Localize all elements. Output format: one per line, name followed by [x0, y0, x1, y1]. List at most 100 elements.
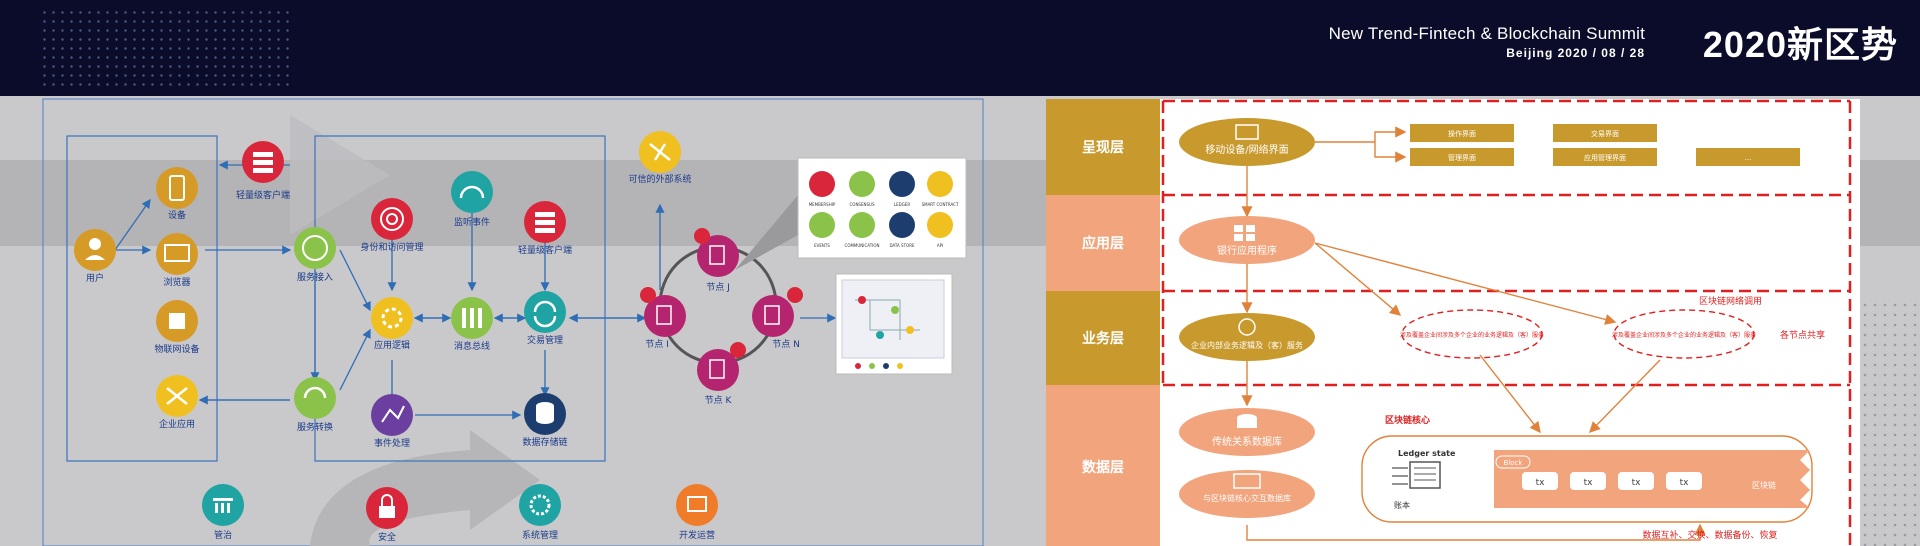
label-node-n: 节点 N	[772, 339, 800, 350]
right-dot-pattern	[1860, 300, 1920, 546]
network-icon	[1238, 318, 1256, 336]
node-n-icon[interactable]	[752, 287, 803, 337]
pres-box-4-label: 应用管理界面	[1584, 153, 1626, 162]
label-bank-app: 银行应用程序	[1217, 244, 1277, 257]
legend-ledger: LEDGER	[894, 202, 910, 207]
legend-events: EVENTS	[814, 243, 830, 248]
chain-core-frame	[1361, 435, 1813, 523]
pres-box-2[interactable]	[1410, 148, 1514, 166]
tx-box-1[interactable]	[1522, 472, 1558, 490]
governance-icon[interactable]	[202, 484, 244, 526]
pres-box-1-label: 操作界面	[1448, 129, 1476, 138]
label-external: 可信的外部系统	[628, 173, 691, 185]
node-i-icon[interactable]	[640, 287, 686, 337]
legend-card: MEMBERSHIP CONSENSUS LEDGER SMART CONTRA…	[797, 157, 967, 259]
layer-business-bg	[1046, 291, 1160, 385]
label-user: 用户	[86, 272, 104, 284]
summit-title: New Trend-Fintech & Blockchain Summit	[1328, 24, 1645, 43]
enterprise-logic-ellipse[interactable]	[1179, 313, 1315, 361]
tx-box-4[interactable]	[1666, 472, 1702, 490]
callout-pointer	[735, 195, 798, 270]
event-processing-icon[interactable]	[371, 394, 413, 436]
tx-manage-icon[interactable]	[524, 291, 566, 333]
iot-icon[interactable]	[156, 300, 198, 342]
light-client-icon-2[interactable]	[524, 201, 566, 243]
system-management-icon[interactable]	[519, 484, 561, 526]
label-trad-db: 传统关系数据库	[1212, 435, 1282, 448]
service-access-icon[interactable]	[294, 227, 336, 269]
left-architecture-diagram: 用户 设备 浏览器 物联网设备 企业应用 轻量级客户端 服务接入 服务转换 身份…	[42, 98, 984, 546]
pres-box-1[interactable]	[1410, 124, 1514, 142]
ledger-icon	[1392, 461, 1441, 489]
label-service-transform: 服务转换	[297, 421, 333, 433]
layer-application-bg	[1046, 195, 1160, 291]
label-data-sync: 数据互补、交换、数据备份、恢复	[1642, 529, 1777, 541]
multi-party-ellipse-1[interactable]	[1401, 309, 1543, 359]
node-j-icon[interactable]	[694, 228, 739, 277]
tx-box-2[interactable]	[1570, 472, 1606, 490]
header-bar: New Trend-Fintech & Blockchain Summit Be…	[0, 0, 1920, 96]
label-multi-party-2: 涉及覆盖企业间涉及多个企业的业务逻辑及（客）服务	[1612, 331, 1756, 339]
mobile-ellipse[interactable]	[1179, 118, 1315, 166]
security-icon[interactable]	[366, 487, 408, 529]
label-browser: 浏览器	[163, 276, 190, 288]
user-frame	[66, 135, 218, 462]
fingerprint-icon[interactable]	[371, 198, 413, 240]
node-k-icon[interactable]	[697, 342, 746, 391]
monitor-icon	[1235, 124, 1259, 140]
browser-icon[interactable]	[156, 233, 198, 275]
layer-presentation-bg	[1046, 99, 1160, 195]
layer-business: 业务层	[1082, 330, 1124, 347]
summit-logo: 2020新区势	[1702, 24, 1898, 65]
trad-db-ellipse[interactable]	[1179, 408, 1315, 456]
label-node-k: 节点 K	[705, 395, 733, 406]
multi-party-ellipse-2[interactable]	[1613, 309, 1755, 359]
legend-membership: MEMBERSHIP	[809, 202, 836, 207]
label-multi-party-1: 涉及覆盖企业间涉及多个企业的业务逻辑及（客）服务	[1400, 331, 1544, 339]
label-node-i: 节点 I	[645, 339, 669, 350]
tx-label-2: tx	[1584, 478, 1594, 488]
grid-icon	[1234, 225, 1243, 232]
label-node-share: 各节点共享	[1780, 329, 1825, 341]
devops-icon[interactable]	[676, 484, 718, 526]
header-dot-pattern	[40, 8, 290, 86]
label-system-management: 系统管理	[522, 529, 558, 541]
label-message-bus: 消息总线	[454, 340, 490, 352]
pres-box-5[interactable]	[1696, 148, 1800, 166]
label-node-j: 节点 J	[706, 282, 730, 293]
pres-box-3[interactable]	[1553, 124, 1657, 142]
pres-box-5-label: ...	[1745, 154, 1752, 162]
external-system-icon[interactable]	[639, 131, 681, 173]
thumbnail-card	[835, 273, 953, 375]
label-enterprise-logic: 企业内部业务逻辑及（客）服务	[1191, 340, 1303, 350]
block-tag	[1495, 455, 1531, 469]
label-block: Block	[1504, 459, 1524, 467]
label-ledger-state: Ledger state	[1398, 449, 1456, 458]
legend-data-store: DATA STORE	[889, 243, 914, 248]
headphone-icon[interactable]	[451, 171, 493, 213]
user-icon[interactable]	[74, 229, 116, 271]
app-logic-icon[interactable]	[371, 297, 413, 339]
label-listen: 监听事件	[454, 216, 490, 228]
label-identity: 身份和访问管理	[360, 241, 423, 253]
light-client-icon-1[interactable]	[242, 141, 284, 183]
enterprise-app-icon[interactable]	[156, 375, 198, 417]
tx-label-1: tx	[1536, 478, 1546, 488]
tx-box-3[interactable]	[1618, 472, 1654, 490]
device-icon[interactable]	[156, 167, 198, 209]
layer-data: 数据层	[1082, 459, 1124, 476]
summit-date: Beijing 2020 / 08 / 28	[1506, 46, 1645, 60]
layer-application: 应用层	[1082, 235, 1124, 252]
service-transform-icon[interactable]	[294, 377, 336, 419]
chain-core-db-ellipse[interactable]	[1179, 470, 1315, 518]
label-chain-core: 区块链核心	[1385, 414, 1430, 426]
layer-data-bg	[1046, 385, 1160, 546]
server-icon	[1233, 473, 1261, 489]
label-data-store: 数据存储链	[522, 436, 567, 448]
message-bus-icon[interactable]	[451, 297, 493, 339]
label-device: 设备	[168, 209, 186, 221]
database-icon[interactable]	[524, 393, 566, 435]
label-tx-manage: 交易管理	[527, 334, 563, 346]
legend-api: API	[937, 243, 943, 248]
pres-box-4[interactable]	[1553, 148, 1657, 166]
